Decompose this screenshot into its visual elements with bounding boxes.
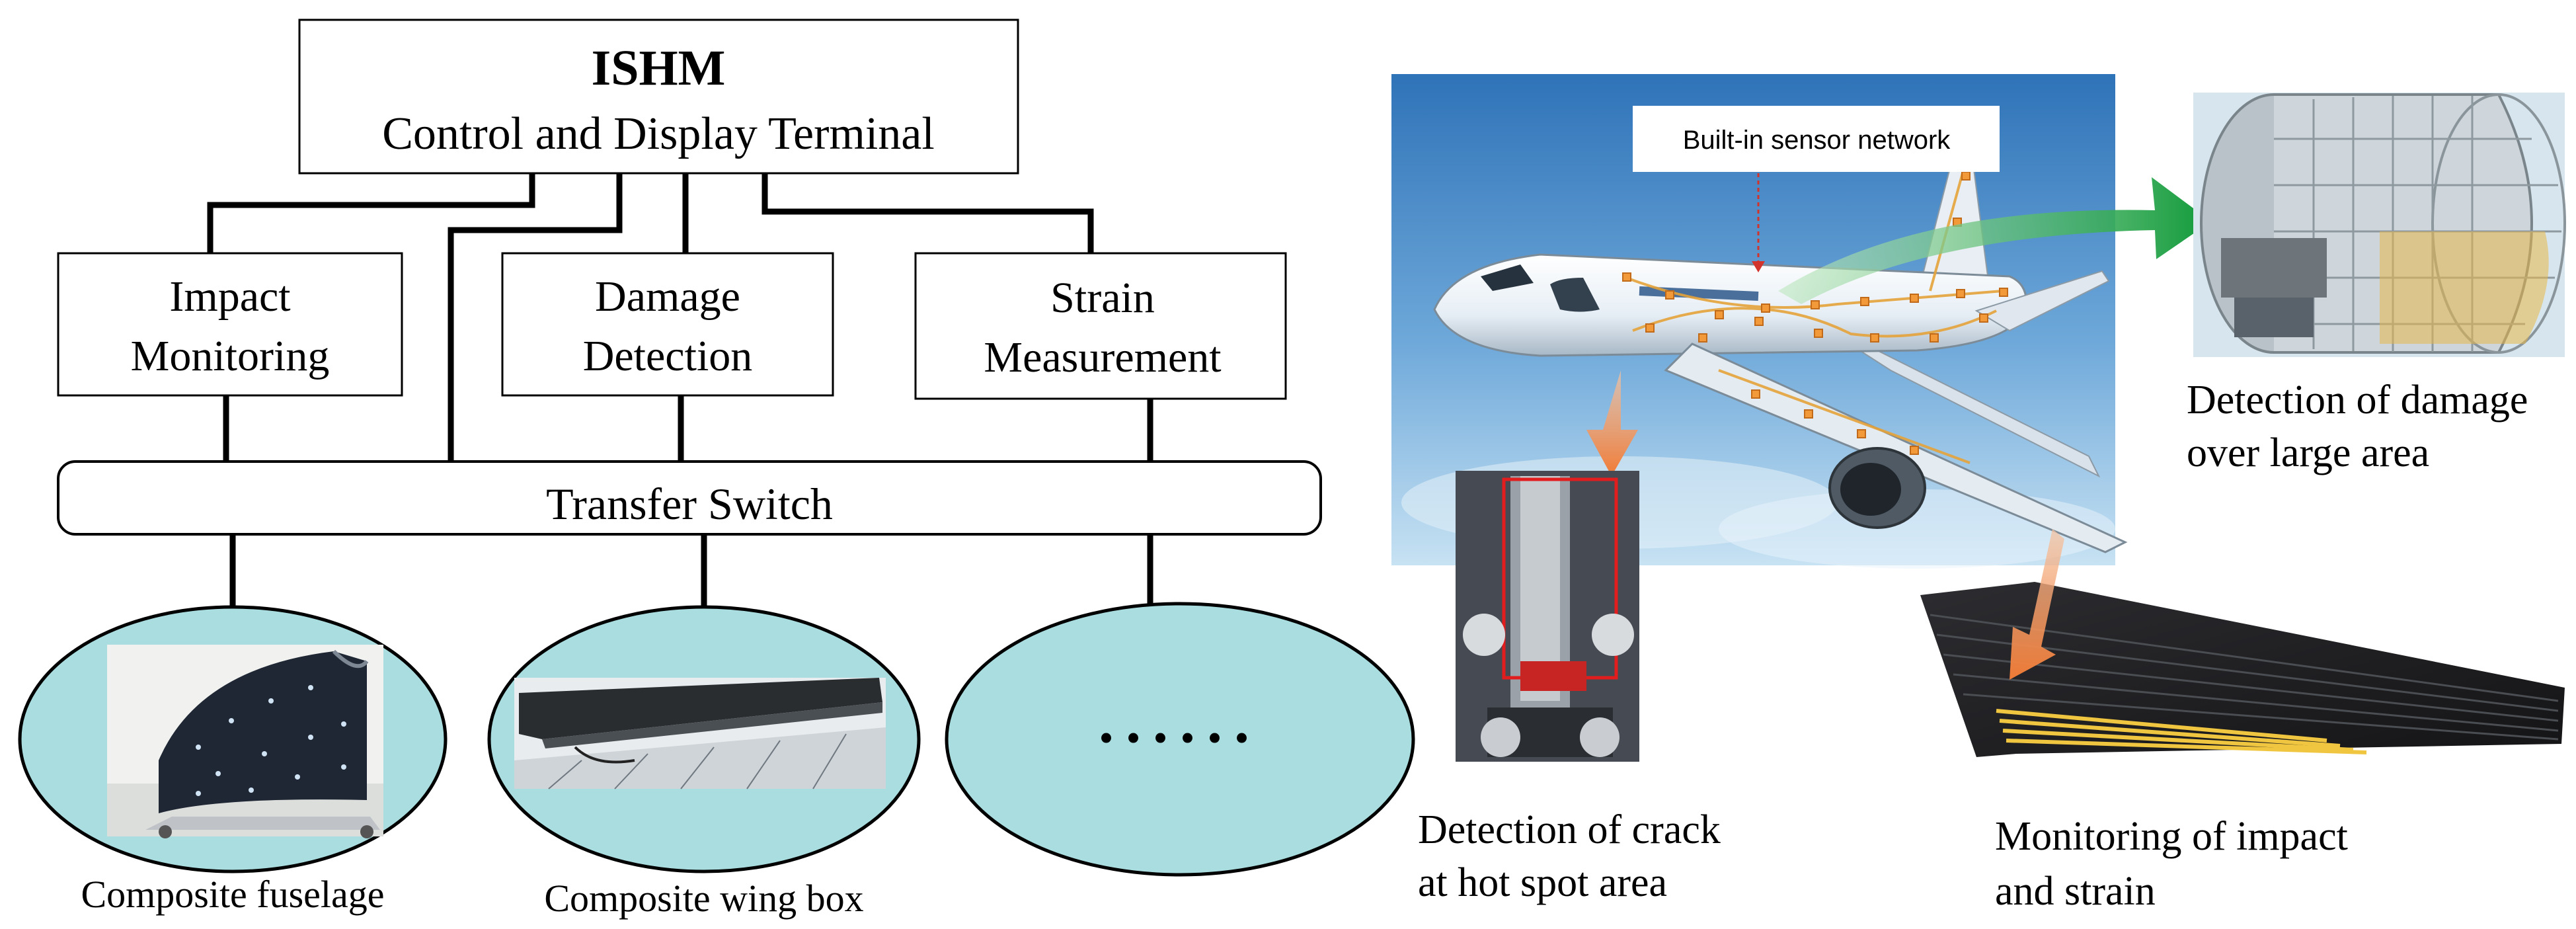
impact-monitoring-line2: Monitoring — [131, 332, 330, 380]
fuselage-barrel-photo — [2193, 93, 2566, 357]
strain-measurement-box: Strain Measurement — [914, 252, 1287, 400]
strain-measurement-line1: Strain — [1050, 274, 1155, 322]
crack-caption-line2: at hot spot area — [1418, 860, 1667, 905]
impact-caption-line1: Monitoring of impact — [1995, 814, 2348, 859]
wing-box-caption: Composite wing box — [544, 877, 863, 920]
structure-composite-fuselage: Composite fuselage — [18, 605, 448, 916]
wing-box-photo — [514, 678, 886, 789]
damage-caption-line1: Detection of damage — [2187, 378, 2528, 423]
structure-composite-wing-box: Composite wing box — [487, 605, 921, 920]
ishm-terminal-box: ISHM Control and Display Terminal — [298, 19, 1019, 175]
impact-monitoring-box: Impact Monitoring — [57, 252, 403, 397]
ishm-title: ISHM — [592, 40, 726, 96]
transfer-switch-box: Transfer Switch — [57, 460, 1322, 536]
impact-monitoring-line1: Impact — [169, 272, 290, 321]
structure-more: ...... — [945, 602, 1415, 877]
landing-gear-photo — [1456, 471, 1639, 762]
transfer-switch-label: Transfer Switch — [546, 479, 833, 529]
green-arrow — [1778, 177, 2211, 304]
ishm-subtitle: Control and Display Terminal — [382, 108, 935, 159]
damage-detection-box: Damage Detection — [501, 252, 834, 397]
more-structures-ellipsis: ...... — [1099, 688, 1261, 755]
fuselage-caption: Composite fuselage — [81, 873, 384, 916]
damage-detection-line2: Detection — [583, 332, 753, 380]
orange-arrow-wing — [2010, 529, 2064, 680]
damage-caption-line2: over large area — [2187, 430, 2429, 475]
impact-caption-line2: and strain — [1995, 869, 2156, 914]
orange-arrow-crack — [1586, 370, 1638, 476]
fuselage-panel-photo — [107, 645, 383, 838]
crack-caption-line1: Detection of crack — [1418, 807, 1721, 852]
sensor-network-label: Built-in sensor network — [1683, 126, 1951, 155]
damage-detection-line1: Damage — [595, 272, 740, 321]
strain-measurement-line2: Measurement — [984, 333, 1221, 382]
connector-lines — [207, 173, 1153, 608]
